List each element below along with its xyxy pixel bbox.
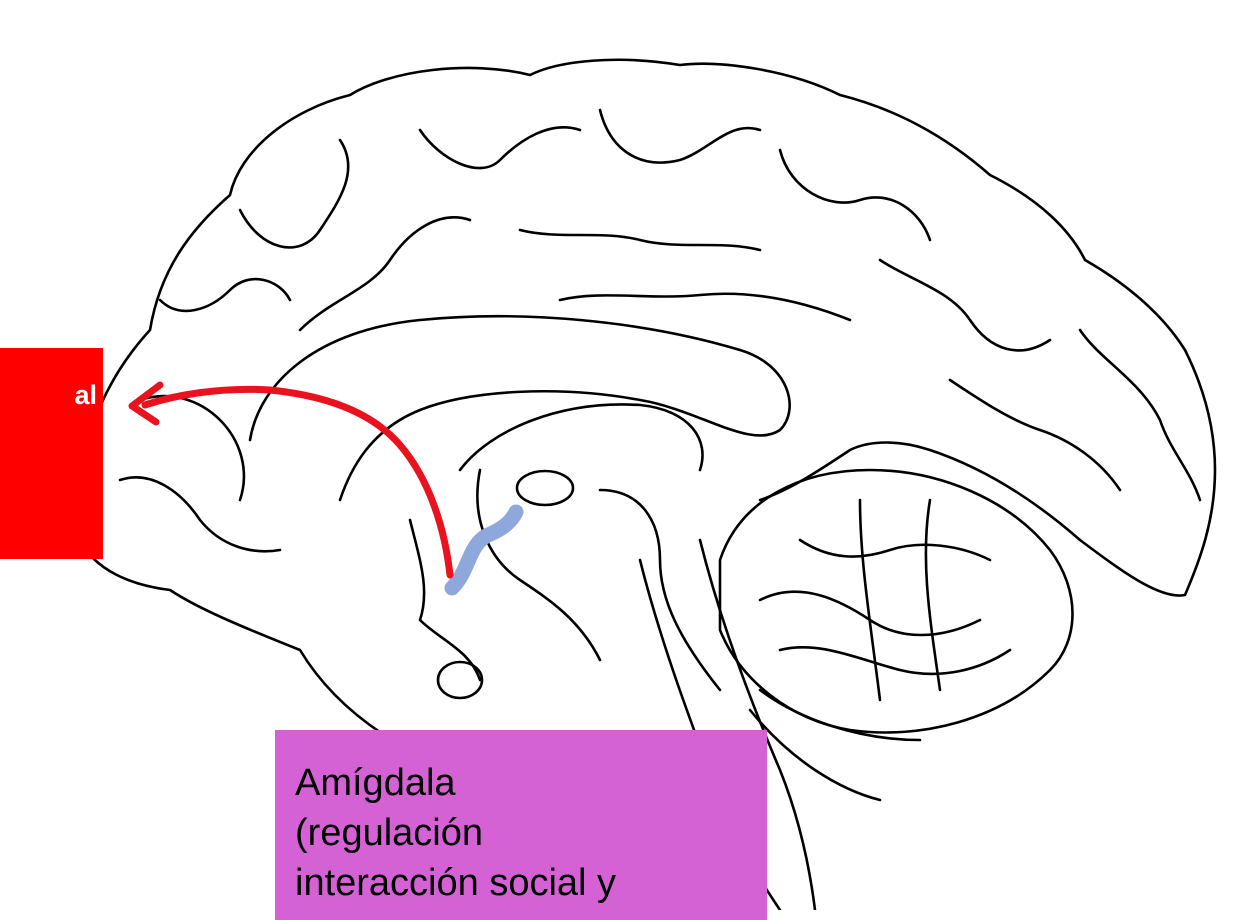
amygdala-highlight bbox=[452, 512, 516, 588]
amygdala-label-line-3: interacción social y bbox=[295, 858, 616, 908]
thalamus bbox=[517, 471, 573, 505]
amygdala-label-text: Amígdala (regulación interacción social … bbox=[295, 758, 616, 908]
amygdala-label-line-1: Amígdala bbox=[295, 758, 616, 808]
prefrontal-label-box: al bbox=[0, 348, 103, 559]
amygdala-label-box: Amígdala (regulación interacción social … bbox=[275, 730, 767, 920]
amygdala-label-line-2: (regulación bbox=[295, 808, 616, 858]
prefrontal-label-text: al bbox=[74, 378, 97, 412]
corpus-callosum bbox=[250, 316, 790, 500]
cerebellum bbox=[720, 470, 1073, 733]
